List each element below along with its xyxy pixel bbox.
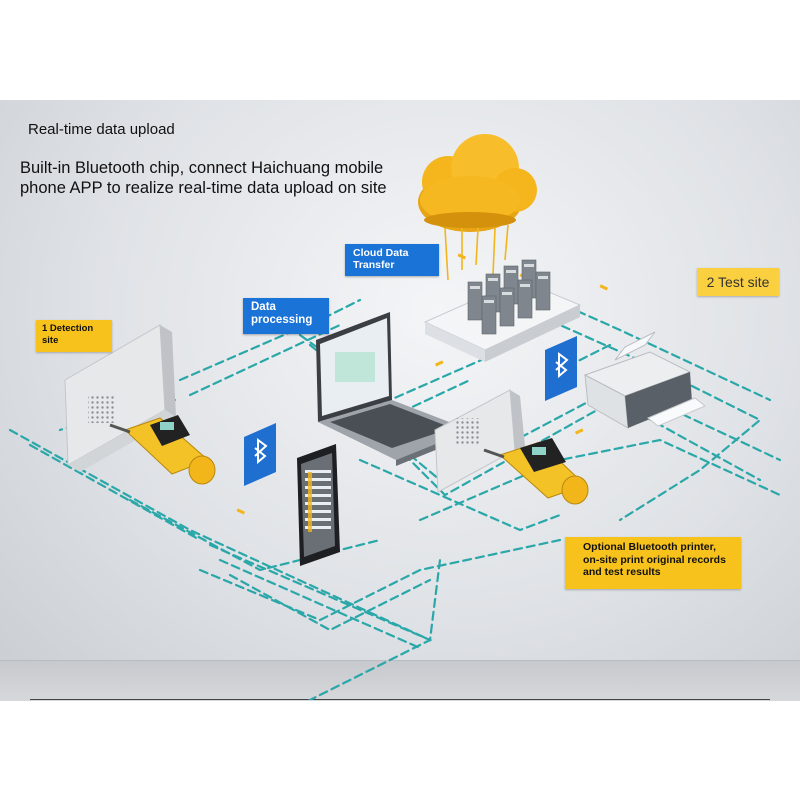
smartphone-icon xyxy=(297,444,340,566)
cloud-icon xyxy=(418,134,537,232)
printer-icon xyxy=(585,332,705,428)
callout-line: Data xyxy=(251,301,321,314)
description-line: Built-in Bluetooth chip, connect Haichua… xyxy=(20,158,400,178)
callout-bluetooth-printer: Optional Bluetooth printer, on-site prin… xyxy=(565,537,741,589)
cloud-data-lines xyxy=(445,225,508,280)
description-line: phone APP to realize real-time data uplo… xyxy=(20,178,400,198)
callout-line: Transfer xyxy=(353,259,431,271)
callout-data-processing: Data processing xyxy=(243,298,329,334)
section-heading: Real-time data upload xyxy=(28,121,175,138)
callout-test-site-2: 2 Test site xyxy=(697,268,779,296)
callout-line: Cloud Data xyxy=(353,247,431,259)
callout-line: site xyxy=(42,335,106,347)
concrete-wall-icon xyxy=(435,390,526,492)
callout-detection-site-1: 1 Detection site xyxy=(36,320,112,352)
callout-line: on-site print original records xyxy=(583,554,733,567)
callout-line: 1 Detection xyxy=(42,323,106,335)
callout-line: and test results xyxy=(583,566,733,579)
callout-line: processing xyxy=(251,314,321,327)
section-description: Built-in Bluetooth chip, connect Haichua… xyxy=(20,158,400,198)
bluetooth-icon xyxy=(545,336,577,401)
callout-line: Optional Bluetooth printer, xyxy=(583,541,733,554)
callout-cloud-data-transfer: Cloud Data Transfer xyxy=(345,244,439,276)
bluetooth-icon xyxy=(244,423,276,486)
